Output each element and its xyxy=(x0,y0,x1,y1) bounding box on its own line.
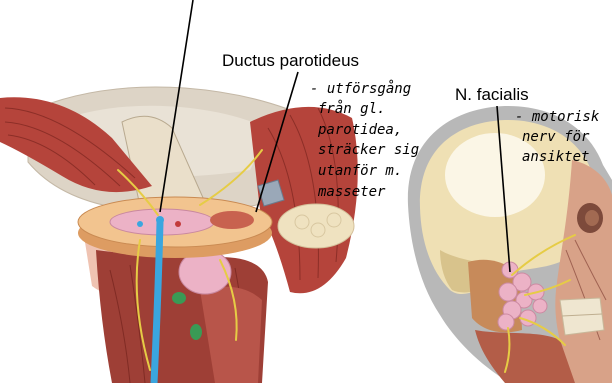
submandibular-gland xyxy=(278,204,354,248)
lymph-node xyxy=(190,324,202,340)
gland-lobule xyxy=(498,314,514,330)
n-facialis-label: N. facialis xyxy=(455,85,529,104)
muscle-section xyxy=(210,211,254,229)
ductus-parotideus-description-line: parotidea, xyxy=(317,122,402,138)
vessel-section xyxy=(175,221,181,227)
ductus-parotideus-description-line: - utförsgång xyxy=(310,80,411,97)
ductus-parotideus-description-line: utanför m. xyxy=(318,163,402,179)
ductus-parotideus-description-line: masseter xyxy=(317,184,386,200)
gland-lobule xyxy=(499,283,517,301)
head-profile-figure xyxy=(408,106,612,383)
n-facialis-description-line: nerv för xyxy=(522,129,590,145)
n-facialis-description-line: - motorisk xyxy=(515,109,600,125)
vessel-section xyxy=(137,221,143,227)
ductus-parotideus-description-line: sträcker sig xyxy=(318,142,419,158)
lymph-node xyxy=(172,292,186,304)
teeth-jaw xyxy=(560,298,604,335)
gland-lobule xyxy=(533,299,547,313)
n-facialis-description-line: ansiktet xyxy=(522,149,589,165)
ductus-parotideus-description-line: från gl. xyxy=(318,100,385,117)
skull-highlight xyxy=(445,133,545,217)
ductus-parotideus-label: Ductus parotideus xyxy=(222,51,359,70)
neck-dissection-figure xyxy=(0,87,358,383)
eye xyxy=(585,210,599,226)
